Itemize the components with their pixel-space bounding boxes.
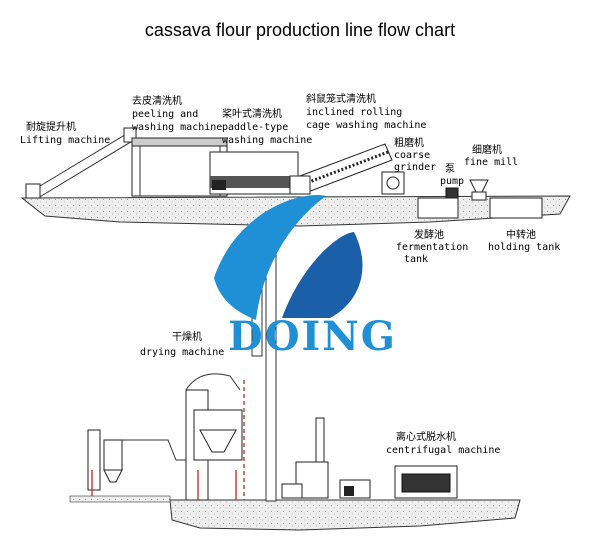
brand-logo-icon (214, 195, 363, 320)
label-paddle-cn: 桨叶式清洗机 (222, 107, 282, 120)
label-cage-en1: inclined rolling (306, 107, 402, 118)
centrifugal-machine (394, 465, 458, 499)
label-finemill-cn: 细磨机 (472, 143, 502, 156)
label-peeling-en1: peeling and (132, 109, 198, 120)
furnace (281, 417, 329, 499)
label-pump-en: pump (440, 176, 464, 187)
label-cage-cn: 斜鼠笼式清洗机 (306, 92, 376, 105)
label-ferment-en2: tank (404, 254, 428, 265)
label-holding-en: holding tank (488, 242, 560, 253)
blower (339, 479, 371, 499)
label-centri-en: centrifugal machine (386, 445, 500, 456)
pump (445, 187, 459, 199)
label-ferment-cn: 发酵池 (414, 228, 444, 241)
label-finemill-en: fine mill (464, 157, 518, 168)
label-drying-en: drying machine (140, 347, 224, 358)
left-ground (69, 495, 171, 503)
label-paddle-en1: paddle-type (222, 122, 288, 133)
label-peeling-cn: 去皮清洗机 (132, 94, 182, 107)
fermentation-tank (417, 197, 459, 219)
label-paddle-en2: washing machine (222, 135, 312, 146)
lower-ground (169, 499, 521, 531)
label-peeling-en2: washing machine (132, 122, 222, 133)
paddle-washing-machine (209, 151, 299, 195)
label-grinder-en2: grinder (394, 162, 436, 173)
fine-mill (469, 179, 489, 201)
lifting-machine (25, 127, 137, 199)
label-grinder-cn: 粗磨机 (394, 136, 424, 149)
feeder-cyclone (87, 429, 186, 496)
label-holding-cn: 中转池 (506, 228, 536, 241)
cage-washing-machine (289, 143, 393, 195)
label-drying-cn: 干燥机 (172, 330, 202, 343)
drying-machine (185, 373, 245, 501)
label-centri-cn: 离心式脱水机 (396, 430, 456, 443)
label-lifting-en: Lifting machine (20, 135, 110, 146)
label-ferment-en1: fermentation (396, 242, 468, 253)
label-pump-cn: 泵 (445, 163, 455, 175)
coarse-grinder (381, 171, 405, 195)
label-lifting-cn: 耐旋提升机 (26, 120, 76, 133)
brand-text: DOING (228, 313, 397, 360)
holding-tank (489, 197, 543, 219)
label-grinder-en1: coarse (394, 150, 430, 161)
page-title: cassava flour production line flow chart (144, 20, 456, 40)
label-cage-en2: cage washing machine (306, 120, 426, 131)
